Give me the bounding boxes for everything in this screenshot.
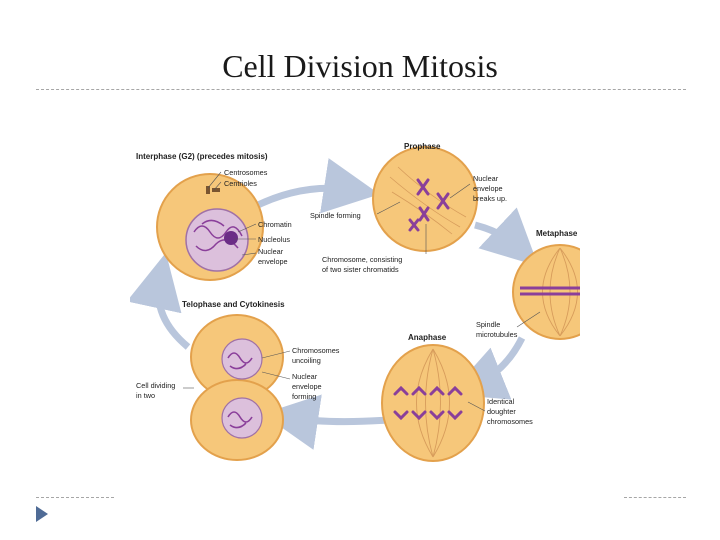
label-nuclear-envelope-line1: Nuclear bbox=[258, 247, 284, 256]
mitosis-cycle-diagram: Interphase (G2) (precedes mitosis) Centr… bbox=[130, 142, 580, 462]
label-spindle-forming: Spindle forming bbox=[310, 211, 361, 220]
title-divider bbox=[36, 89, 686, 90]
label-chromosome-line1: Chromosome, consisting bbox=[322, 255, 402, 264]
label-envelope-forming-line3: forming bbox=[292, 392, 316, 401]
prophase-cell bbox=[372, 146, 478, 252]
label-uncoiling-line1: Chromosomes bbox=[292, 346, 340, 355]
label-spindle-microtubules-line2: microtubules bbox=[476, 330, 518, 339]
label-envelope-forming-line2: envelope bbox=[292, 382, 322, 391]
cycle-arrow-interphase-to-prophase bbox=[246, 158, 380, 214]
telophase-cell bbox=[190, 314, 284, 461]
next-slide-arrow-icon[interactable] bbox=[36, 506, 48, 522]
label-spindle-microtubules-line1: Spindle bbox=[476, 320, 500, 329]
label-chromatin: Chromatin bbox=[258, 220, 292, 229]
label-identical-line1: Identical bbox=[487, 397, 515, 406]
anaphase-cell bbox=[381, 344, 485, 462]
label-cell-dividing-line2: in two bbox=[136, 391, 155, 400]
cycle-arrow-prophase-to-metaphase bbox=[474, 207, 539, 267]
prophase-heading: Prophase bbox=[404, 142, 441, 151]
label-chromosome-line2: of two sister chromatids bbox=[322, 265, 399, 274]
centriole-icon bbox=[206, 186, 220, 194]
footer-divider-right bbox=[624, 497, 686, 498]
label-identical-line2: doughter bbox=[487, 407, 516, 416]
label-centrioles: Centrioles bbox=[224, 179, 257, 188]
anaphase-heading: Anaphase bbox=[408, 333, 447, 342]
label-nuclear-breaks-line1: Nuclear bbox=[473, 174, 499, 183]
label-nuclear-envelope-line2: envelope bbox=[258, 257, 288, 266]
interphase-cell bbox=[156, 173, 264, 281]
telophase-heading: Telophase and Cytokinesis bbox=[182, 300, 285, 309]
slide-title: Cell Division Mitosis bbox=[222, 48, 498, 84]
interphase-heading: Interphase (G2) (precedes mitosis) bbox=[136, 152, 268, 161]
label-nucleolus: Nucleolus bbox=[258, 235, 290, 244]
label-envelope-forming-line1: Nuclear bbox=[292, 372, 318, 381]
label-uncoiling-line2: uncoiling bbox=[292, 356, 321, 365]
label-centrosomes: Centrosomes bbox=[224, 168, 268, 177]
label-identical-line3: chromosomes bbox=[487, 417, 533, 426]
metaphase-heading: Metaphase bbox=[536, 229, 578, 238]
label-cell-dividing-line1: Cell dividing bbox=[136, 381, 175, 390]
cycle-arrow-telophase-to-interphase bbox=[130, 252, 191, 350]
cycle-arrow-anaphase-to-telophase bbox=[262, 394, 389, 450]
label-nuclear-breaks-line3: breaks up. bbox=[473, 194, 507, 203]
footer-divider-left bbox=[36, 497, 114, 498]
label-nuclear-breaks-line2: envelope bbox=[473, 184, 503, 193]
cycle-arrow-metaphase-to-anaphase bbox=[449, 336, 526, 400]
metaphase-cell bbox=[512, 244, 580, 340]
